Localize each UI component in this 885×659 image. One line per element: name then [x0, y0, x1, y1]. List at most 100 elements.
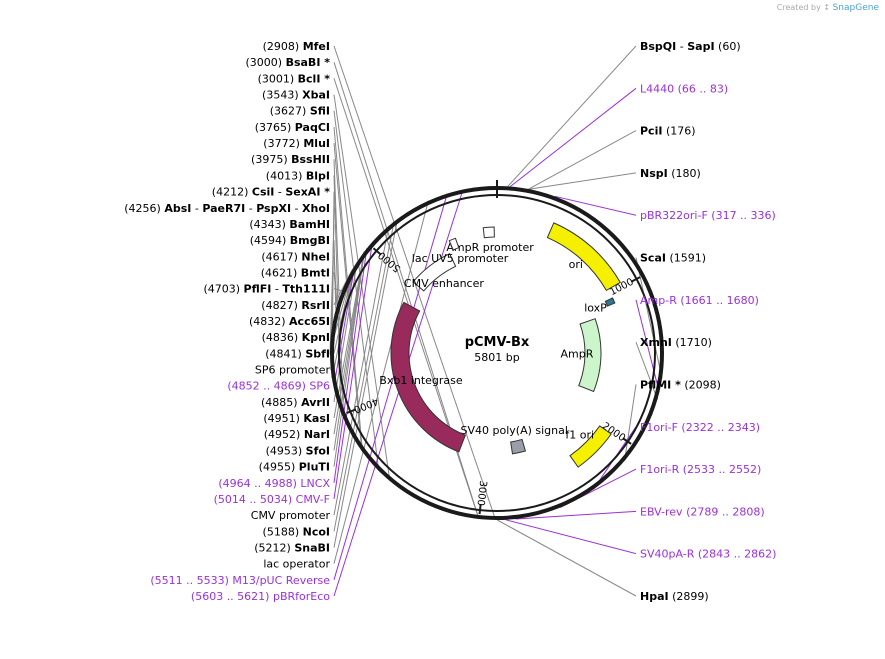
- site-label-xmni: XmnI (1710): [640, 336, 712, 349]
- site-label-part: (3000): [246, 56, 286, 69]
- site-label-part: (4951): [263, 412, 303, 425]
- site-label-part: XmnI: [640, 336, 672, 349]
- site-label-amp-r: Amp-R (1661 .. 1680): [640, 294, 759, 307]
- leader-m13-puc-reverse: [333, 193, 448, 580]
- leader-cmv-f: [333, 241, 373, 500]
- leader-snabi: [333, 218, 399, 548]
- leader-pflfi: [333, 288, 343, 292]
- site-label-part: BamHI: [289, 218, 330, 231]
- feature-label-loxp: loxP: [584, 302, 607, 315]
- site-label-blpi: (4013) BlpI: [266, 169, 330, 182]
- site-label-part: (4594): [250, 234, 290, 247]
- snapgene-watermark: Created by ↕ SnapGene: [777, 3, 879, 13]
- site-label-kasi: (4951) KasI: [263, 412, 330, 425]
- leader-sfii: [333, 110, 380, 471]
- feature-ori: [546, 222, 621, 292]
- leader-hpai: [497, 519, 637, 597]
- tick-mark-1000: [630, 276, 641, 283]
- leader-nspi: [529, 172, 637, 190]
- leader-cmv-promoter: [333, 225, 390, 516]
- feature-lac-uv5-promoter: [448, 237, 460, 251]
- site-label-part: (4013): [266, 169, 306, 182]
- site-label-part: (4836): [262, 331, 302, 344]
- site-label-part: -: [245, 202, 256, 215]
- leader-sv40pa-r: [505, 519, 637, 555]
- site-label-part: CMV-F: [292, 493, 330, 506]
- site-label-part: PluTI: [299, 461, 330, 474]
- site-label-part: M13/pUC Reverse: [229, 574, 330, 587]
- feature-label-cmv-enhancer: CMV enhancer: [404, 277, 484, 290]
- site-label-part: (1710): [672, 336, 712, 349]
- site-label-part: pBR322ori-F: [640, 209, 708, 222]
- site-label-part: PflFI: [244, 283, 272, 296]
- leader-pluti: [333, 251, 366, 467]
- site-label-part: AbsI: [164, 202, 191, 215]
- site-label-part: (5603 .. 5621): [191, 590, 270, 603]
- site-label-part: SfoI: [306, 444, 330, 457]
- site-label-pluti: (4955) PluTI: [259, 461, 330, 474]
- site-label-bsabi: (3000) BsaBI *: [246, 56, 331, 69]
- site-label-part: (4617): [261, 250, 301, 263]
- site-label-part: (2322 .. 2343): [678, 421, 760, 434]
- site-label-part: NarI: [304, 428, 330, 441]
- site-label-part: pBRforEco: [269, 590, 330, 603]
- site-label-part: Tth111I: [282, 283, 330, 296]
- site-label-part: PflMI *: [640, 378, 681, 391]
- feature-ampr: [578, 318, 602, 393]
- site-label-m13-puc-reverse: (5511 .. 5533) M13/pUC Reverse: [150, 574, 330, 587]
- leader-pflmi: [624, 384, 637, 461]
- site-label-f1ori-f: F1ori-F (2322 .. 2343): [640, 421, 760, 434]
- site-label-part: PaeR7I: [202, 202, 245, 215]
- site-label-part: (5511 .. 5533): [150, 574, 229, 587]
- site-label-part: (4885): [261, 396, 301, 409]
- site-label-part: (1591): [666, 252, 706, 265]
- site-label-part: PciI: [640, 125, 662, 138]
- site-label-part: (4827): [261, 299, 301, 312]
- site-label-nspi: NspI (180): [640, 167, 701, 180]
- site-label-part: (2908): [263, 40, 303, 53]
- site-label-part: (3765): [255, 121, 295, 134]
- site-label-part: -: [291, 202, 302, 215]
- site-label-part: (3001): [258, 72, 298, 85]
- site-label-part: -: [274, 186, 285, 199]
- site-label-part: BclI *: [298, 72, 331, 85]
- site-label-part: MfeI: [303, 40, 330, 53]
- site-label-part: (4841): [265, 347, 305, 360]
- feature-label-sv40-polya: SV40 poly(A) signal: [461, 424, 568, 437]
- site-label-part: BsaBI *: [286, 56, 331, 69]
- site-label-lac-operator: lac operator: [263, 558, 330, 571]
- watermark-brand: SnapGene: [832, 3, 879, 13]
- feature-f1-ori: [569, 425, 612, 468]
- leader-kasi: [333, 251, 365, 419]
- site-label-bspqi-sapi: BspQI - SapI (60): [640, 40, 741, 53]
- feature-label-ampr-promoter: AmpR promoter: [446, 241, 534, 254]
- site-label-xbai: (3543) XbaI: [262, 89, 330, 102]
- site-label-part: (5212): [254, 541, 294, 554]
- site-label-part: (2843 .. 2862): [694, 548, 776, 561]
- site-label-sfoi: (4953) SfoI: [266, 444, 330, 457]
- site-label-part: (1661 .. 1680): [677, 294, 759, 307]
- site-label-part: (2789 .. 2808): [683, 505, 765, 518]
- site-label-part: (3772): [263, 137, 303, 150]
- site-label-nhei: (4617) NheI: [261, 250, 330, 263]
- site-label-bmti: (4621) BmtI: [261, 266, 330, 279]
- site-label-part: (4955): [259, 461, 299, 474]
- leader-ncoi: [333, 221, 395, 532]
- site-label-part: (2098): [681, 378, 721, 391]
- site-label-part: EBV-rev: [640, 505, 683, 518]
- site-label-absi-group: (4256) AbsI - PaeR7I - PspXI - XhoI: [124, 202, 330, 215]
- site-label-bmgbi: (4594) BmgBI: [250, 234, 330, 247]
- site-label-hpai: HpaI (2899): [640, 590, 709, 603]
- plasmid-size: 5801 bp: [474, 351, 519, 364]
- site-label-part: MluI: [303, 137, 330, 150]
- site-label-part: (317 .. 336): [708, 209, 776, 222]
- site-label-part: F1ori-R: [640, 463, 680, 476]
- feature-loxp: [604, 297, 616, 307]
- site-label-part: XhoI: [302, 202, 330, 215]
- snapgene-logo-icon: ↕: [823, 3, 831, 12]
- site-label-part: (5188): [263, 525, 303, 538]
- leader-sp6-promoter: [333, 266, 355, 370]
- site-label-part: AvrII: [301, 396, 330, 409]
- site-label-part: (60): [715, 40, 741, 53]
